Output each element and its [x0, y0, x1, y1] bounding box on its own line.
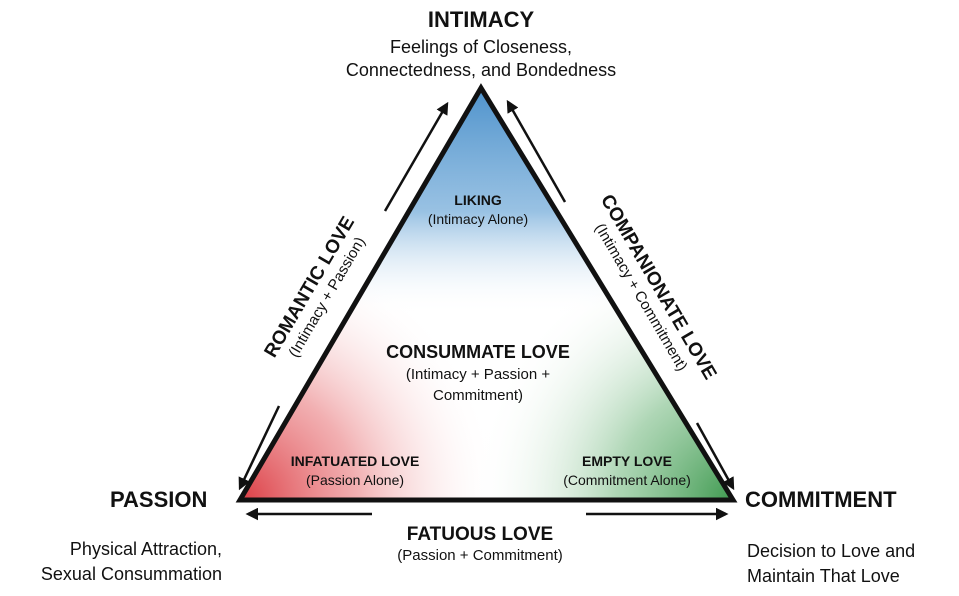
passion-title: PASSION: [110, 487, 207, 512]
consummate-sub-1: (Intimacy + Passion +: [406, 366, 550, 383]
arrow-romantic-down: [238, 405, 281, 491]
passion-desc-1: Physical Attraction,: [70, 539, 222, 559]
consummate-title: CONSUMMATE LOVE: [386, 342, 570, 362]
infatuated-title: INFATUATED LOVE: [291, 453, 420, 469]
arrow-companionate-down: [695, 422, 735, 491]
fatuous-sub: (Passion + Commitment): [397, 547, 562, 564]
consummate-sub-2: Commitment): [433, 387, 523, 404]
intimacy-desc-1: Feelings of Closeness,: [390, 37, 572, 57]
liking-sub: (Intimacy Alone): [428, 211, 528, 227]
arrow-companionate-up: [506, 99, 567, 203]
passion-desc-2: Sexual Consummation: [41, 564, 222, 584]
triangle: [235, 83, 738, 503]
empty-title: EMPTY LOVE: [582, 453, 672, 469]
commitment-desc-1: Decision to Love and: [747, 541, 915, 561]
liking-title: LIKING: [454, 192, 502, 208]
infatuated-sub: (Passion Alone): [306, 472, 404, 488]
empty-sub: (Commitment Alone): [563, 472, 691, 488]
arrow-romantic-up: [383, 101, 449, 212]
intimacy-title: INTIMACY: [428, 7, 535, 32]
intimacy-desc-2: Connectedness, and Bondedness: [346, 60, 616, 80]
commitment-title: COMMITMENT: [745, 487, 897, 512]
fatuous-title: FATUOUS LOVE: [407, 524, 553, 545]
commitment-desc-2: Maintain That Love: [747, 566, 900, 586]
